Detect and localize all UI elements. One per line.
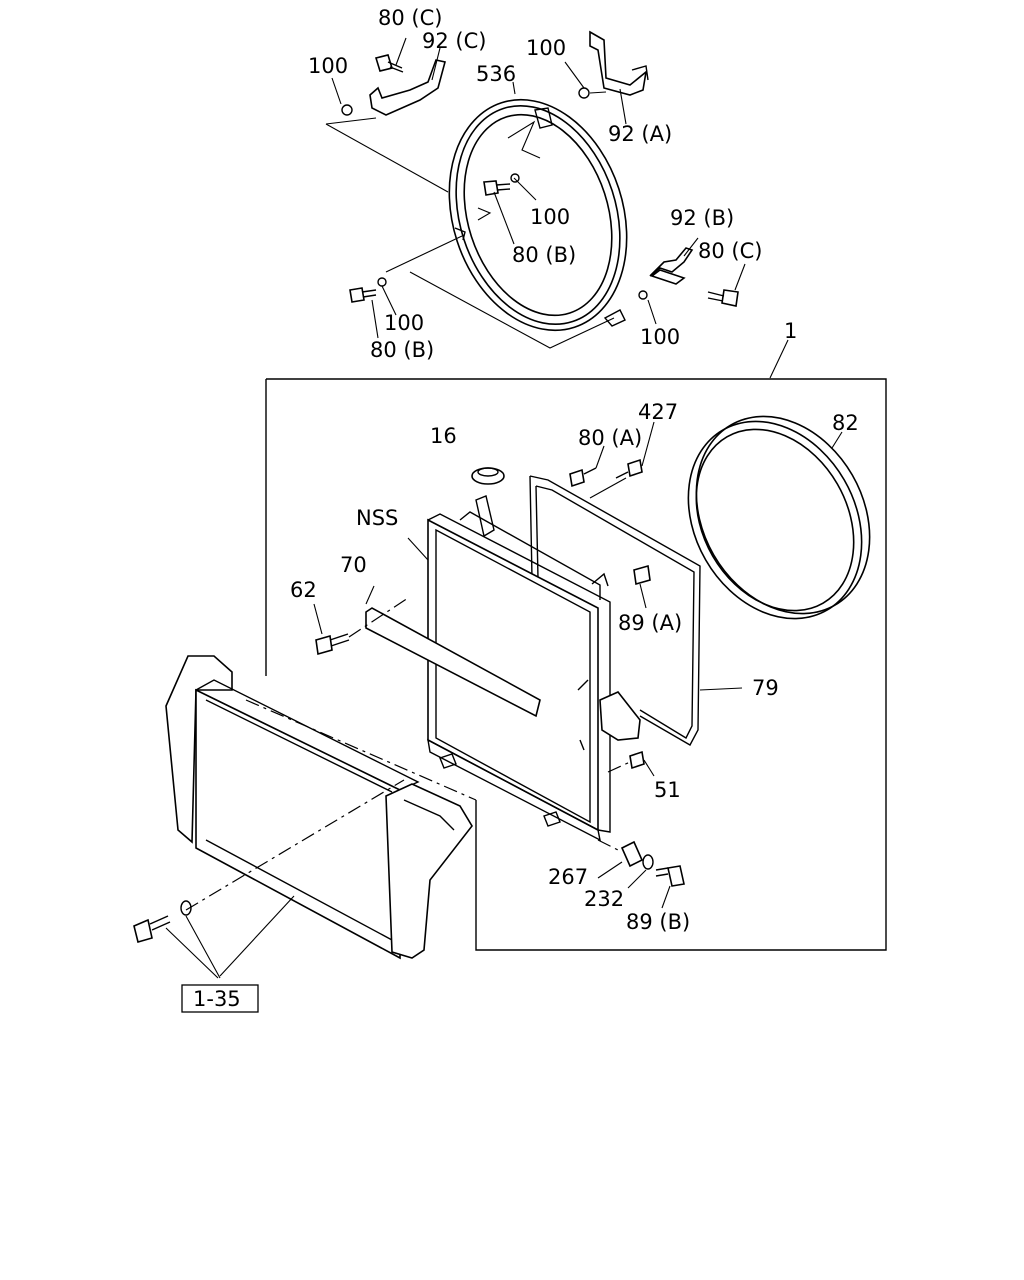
bracket-92b (649, 247, 694, 285)
callout-100-top-left: 100 (308, 54, 348, 78)
bolt-80b-lower-left (349, 277, 387, 303)
bolt-62 (313, 597, 409, 656)
callout-92b: 92 (B) (670, 206, 734, 230)
bolt-80b-center (483, 173, 520, 196)
callout-80b-lower-left: 80 (B) (370, 338, 434, 362)
bolt-1-35 (133, 900, 221, 979)
callout-267: 267 (548, 865, 588, 889)
bushing-267 (597, 840, 644, 879)
callout-80c-top: 80 (C) (378, 6, 442, 30)
callout-82: 82 (832, 411, 859, 435)
assembly-box-1 (265, 339, 887, 951)
callout-70: 70 (340, 553, 367, 577)
callout-92c: 92 (C) (422, 29, 486, 53)
callout-232: 232 (584, 887, 624, 911)
callout-79: 79 (752, 676, 779, 700)
radiator-core-nss (407, 467, 611, 842)
bracket-92a (589, 30, 649, 96)
fan-shroud-536 (448, 98, 628, 332)
callout-16: 16 (430, 424, 457, 448)
callout-1: 1 (784, 319, 797, 343)
mounting-bracket (599, 691, 641, 741)
bolt-51 (607, 750, 655, 777)
bolt-80c-top (374, 54, 404, 73)
callout-100-top-mid: 100 (526, 36, 566, 60)
bolt-89b (597, 839, 685, 909)
bolt-427 (615, 421, 655, 479)
bolt-80a (569, 445, 627, 499)
callout-536: 536 (476, 62, 516, 86)
callout-80c-right: 80 (C) (698, 239, 762, 263)
bracket-92c (369, 59, 446, 116)
intercooler-1-35 (165, 655, 477, 977)
callout-89a: 89 (A) (618, 611, 682, 635)
washer-232 (627, 854, 654, 889)
reference-box-1-35[interactable]: 1-35 (181, 984, 259, 1013)
callout-nss: NSS (356, 506, 398, 530)
callout-427: 427 (638, 400, 678, 424)
callout-89b: 89 (B) (626, 910, 690, 934)
callout-100-lower-right: 100 (640, 325, 680, 349)
callout-80b-center: 80 (B) (512, 243, 576, 267)
bolt-89a (633, 564, 651, 609)
callout-62: 62 (290, 578, 317, 602)
callout-51: 51 (654, 778, 681, 802)
callout-92a: 92 (A) (608, 122, 672, 146)
callout-100-center: 100 (530, 205, 570, 229)
callout-100-lower-left: 100 (384, 311, 424, 335)
bolt-80c-right (707, 289, 739, 307)
shroud-ring-82 (687, 415, 871, 620)
shroud-leader-lines (325, 37, 746, 349)
callout-80a: 80 (A) (578, 426, 642, 450)
reference-label-1-35: 1-35 (193, 987, 241, 1011)
